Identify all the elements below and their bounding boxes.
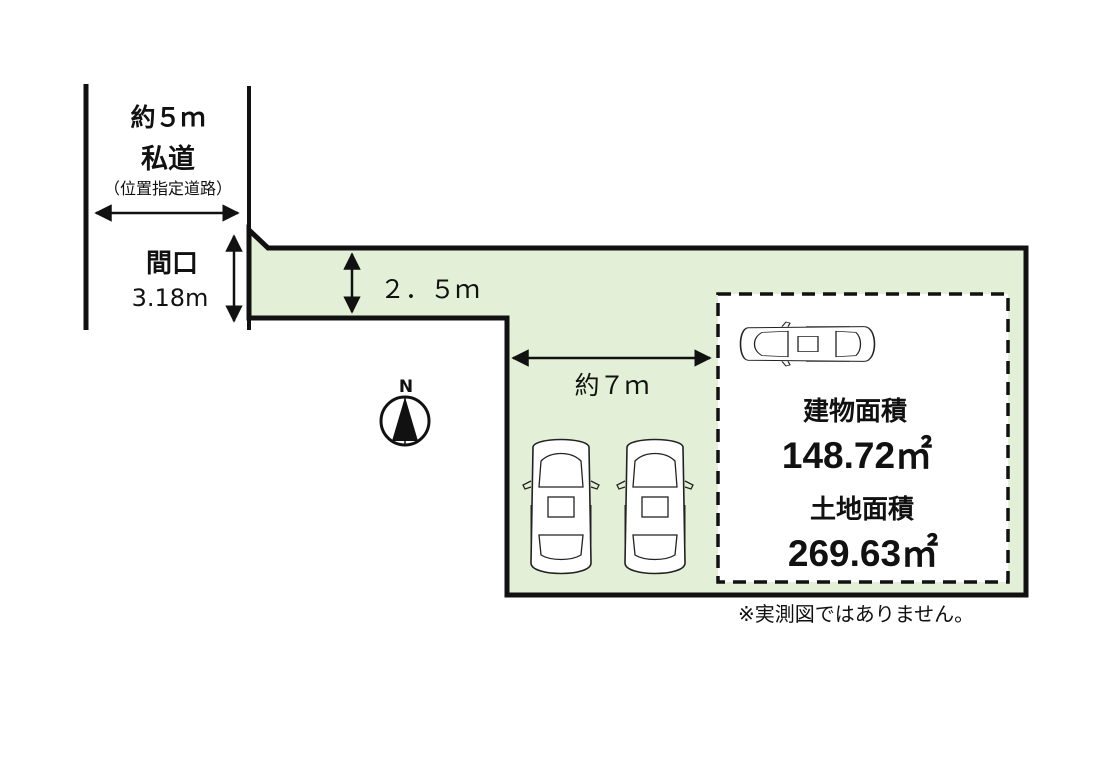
car-icon <box>522 438 600 575</box>
car-icon <box>739 321 876 367</box>
frontage-value: 3.18m <box>132 284 209 312</box>
disclaimer-note: ※実測図ではありません。 <box>738 602 974 626</box>
frontage-label: 間口 <box>146 249 198 279</box>
compass-north-label: N <box>399 377 413 397</box>
car-icon <box>616 438 694 575</box>
land-area-label: 土地面積 <box>810 495 914 525</box>
passage-width-label: ２．５ｍ <box>380 275 480 304</box>
road-name-label: 私道 <box>141 143 195 175</box>
road-type-label: （位置指定道路） <box>104 179 232 198</box>
compass-icon: N <box>379 377 431 447</box>
parking-depth-label: 約７ｍ <box>574 371 649 400</box>
building-area-label: 建物面積 <box>803 397 907 427</box>
land-area-value: 269.63㎡ <box>788 532 938 574</box>
building-area-value: 148.72㎡ <box>782 434 932 476</box>
road-width-label: 約５ｍ <box>130 103 205 132</box>
